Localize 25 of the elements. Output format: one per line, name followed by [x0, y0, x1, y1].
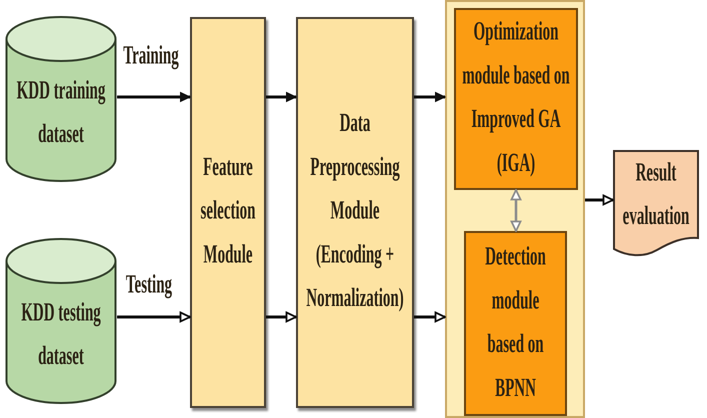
database-cylinder [5, 15, 117, 183]
node-label: Data Preprocessing Module (Encoding + Normalization) [305, 109, 405, 316]
document-shape [613, 150, 699, 258]
process-box [454, 8, 578, 190]
arrow [510, 189, 522, 232]
process-box [190, 17, 266, 408]
arrow [585, 194, 614, 206]
node-label: Feature selection Module [200, 152, 256, 272]
arrow [266, 312, 297, 322]
node-label: Detection module based on BPNN [484, 242, 547, 404]
arrow [266, 92, 296, 102]
node-label: Optimization module based on Improved GA (IGA) [462, 18, 570, 180]
process-box [464, 231, 567, 416]
node-label: KDD training dataset [16, 76, 106, 151]
arrow [117, 92, 190, 102]
node-label: Result evaluation [622, 158, 690, 233]
edge-label: Training [123, 41, 179, 72]
database-cylinder [5, 237, 117, 405]
node-label: KDD testing dataset [20, 298, 102, 373]
module-panel [445, 0, 585, 418]
arrow [414, 312, 446, 322]
process-box [296, 17, 414, 408]
edge-label: Testing [126, 270, 172, 302]
arrow [414, 92, 446, 102]
arrow [117, 312, 191, 322]
